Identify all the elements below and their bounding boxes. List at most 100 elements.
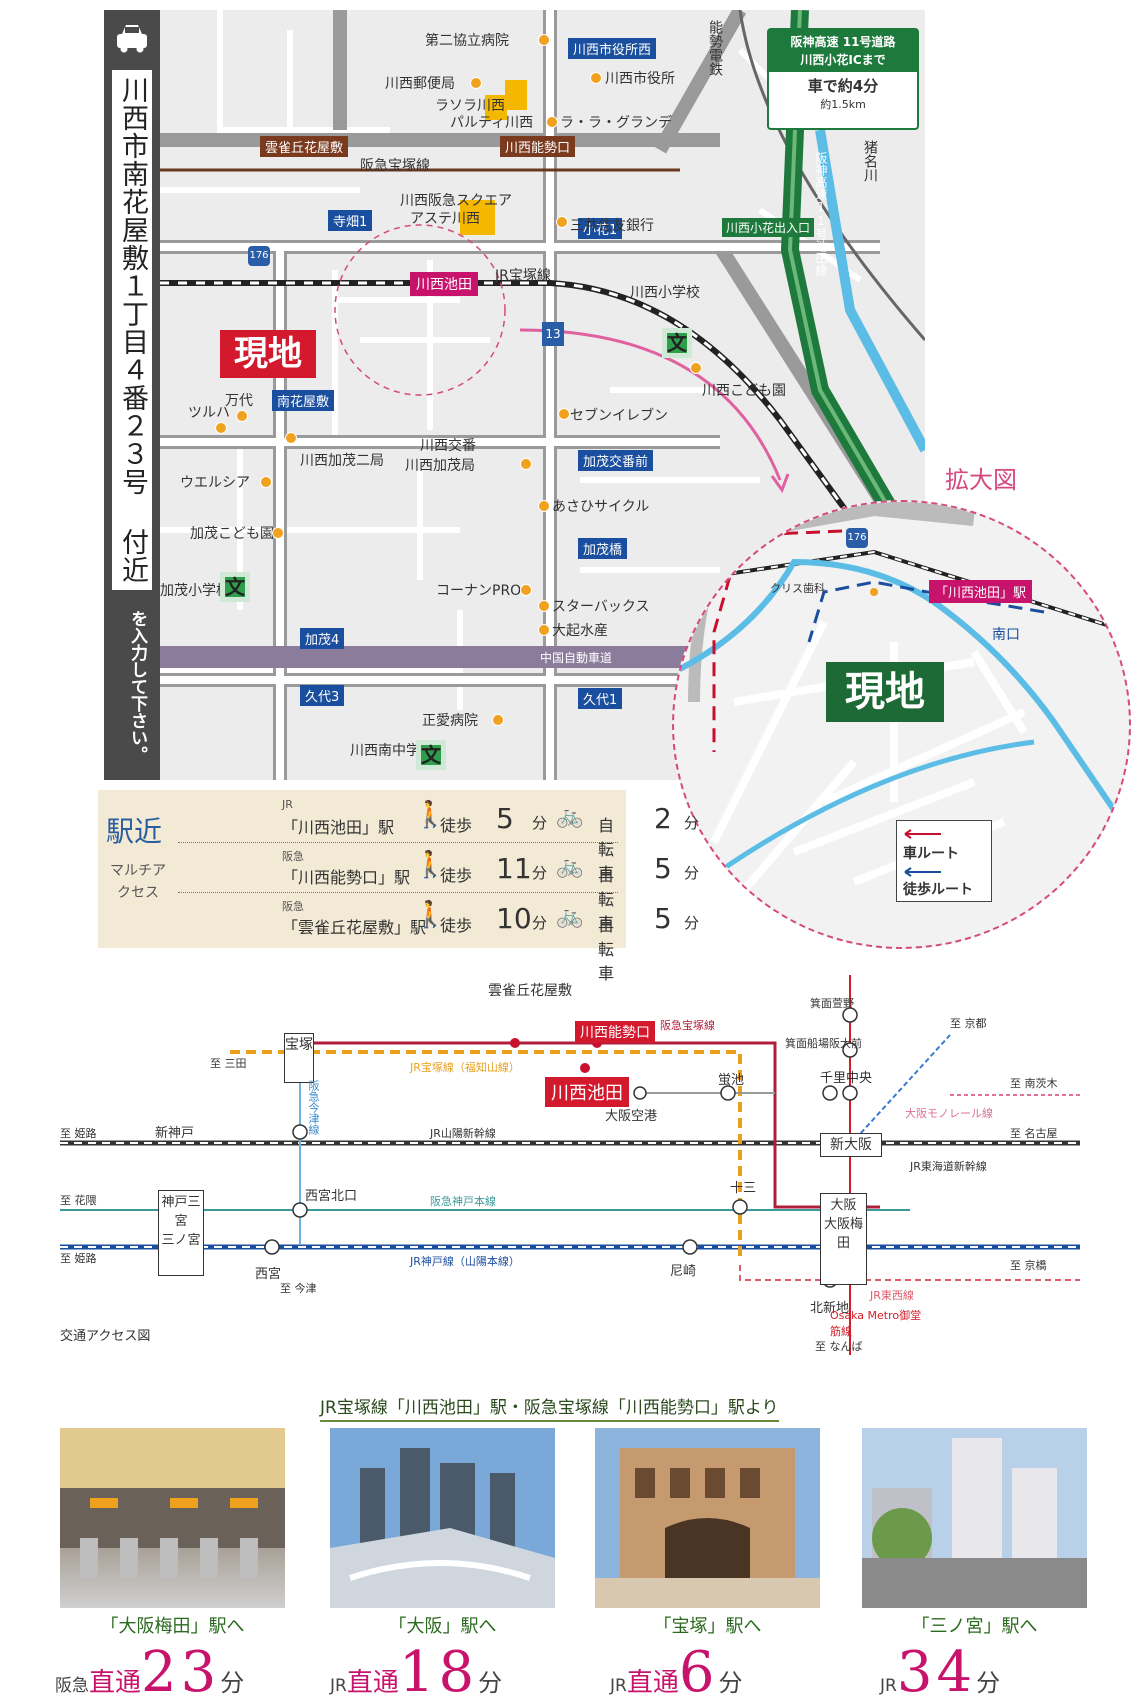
destination: 至 花隈: [60, 1194, 97, 1207]
station-ikeda: 川西池田: [545, 1077, 629, 1107]
bike-label: 自転車: [598, 866, 615, 933]
travel-unit: 分: [220, 1669, 245, 1697]
line-label: JR宝塚線: [495, 268, 551, 284]
poi-label: 川西郵便局: [385, 76, 455, 92]
station-jr-sannomiya: 三ノ宮: [161, 1233, 201, 1248]
zoom-south-exit: 南口: [992, 627, 1020, 643]
station-kawanishi-ikeda: 川西池田: [410, 272, 478, 296]
ic-subtitle: 川西小花ICまで: [800, 53, 886, 67]
station-label: 北新地: [810, 1301, 850, 1316]
highway-ic-box: 阪神高速 11号道路 川西小花ICまで 車で約4分 約1.5km: [767, 28, 919, 130]
access-line: JR: [282, 798, 293, 811]
station-osaka-umeda: 大阪大阪梅田: [820, 1193, 867, 1285]
travel-time: JR直通6分: [610, 1640, 870, 1705]
poi-marker: [546, 116, 558, 128]
travel-time: JR34分: [880, 1640, 1140, 1705]
line-label: 能勢電鉄: [707, 20, 723, 76]
station-label: 大阪空港: [605, 1109, 658, 1124]
photo-caption: 「三ノ宮」駅へ: [911, 1616, 1038, 1637]
poi-label: セブンイレブン: [570, 408, 668, 424]
travel-unit: 分: [976, 1669, 1001, 1697]
route-176-icon: 176: [248, 246, 270, 266]
walk-route-swatch: [904, 867, 941, 877]
station-noseguchi: 川西能勢口: [500, 136, 576, 157]
destination: 至 今津: [280, 1282, 317, 1295]
bike-label: 自転車: [598, 816, 615, 883]
photo-umeda-station: [60, 1428, 285, 1608]
poi-label: 川西交番: [420, 438, 476, 454]
poi-label: 川西こども園: [702, 383, 786, 399]
poi-marker: [558, 408, 570, 420]
poi-marker: [520, 458, 532, 470]
access-station: 「雲雀丘花屋敷」駅: [282, 918, 427, 937]
station-label: 雲雀丘花屋敷: [488, 983, 572, 999]
zoom-site-marker: 現地: [826, 662, 944, 722]
travel-line: JR: [880, 1676, 897, 1696]
line-label: 阪急神戸本線: [430, 1195, 496, 1208]
access-title: 駅近: [106, 815, 163, 848]
ic-title: 阪神高速 11号道路: [790, 35, 896, 49]
travel-line: JR: [330, 1676, 347, 1696]
poi-label: 加茂小学校: [160, 583, 230, 599]
travel-line: 阪急: [55, 1676, 89, 1696]
line-label: JR東海道新幹線: [910, 1160, 987, 1173]
zoom-intersection: 寺畑1: [758, 502, 803, 517]
line-label: JR宝塚線（福知山線）: [410, 1061, 520, 1074]
intersection-badge: 寺畑1: [328, 210, 373, 231]
walk-label: 徒歩: [440, 866, 473, 885]
poi-marker: [556, 216, 568, 228]
bicycle-icon: 🚲: [556, 904, 584, 929]
travel-minutes: 23: [141, 1640, 221, 1705]
poi-label: 川西加茂局: [405, 458, 475, 474]
address-hint: を入力して下さい。: [127, 610, 147, 763]
poi-marker: [260, 476, 272, 488]
line-label: 阪急宝塚線: [660, 1019, 715, 1032]
destination: 至 南茨木: [1010, 1077, 1058, 1090]
station-takarazuka: 宝塚: [284, 1033, 314, 1083]
bike-unit: 分: [684, 914, 700, 932]
travel-line: JR: [610, 1676, 627, 1696]
poi-marker: [215, 422, 227, 434]
station-osaka: 大阪: [830, 1198, 857, 1213]
ic-distance: 約1.5km: [820, 98, 866, 111]
bike-unit: 分: [684, 864, 700, 882]
access-line: 阪急: [282, 850, 304, 863]
ic-time: 車で約4分: [807, 77, 879, 95]
travel-minutes: 6: [678, 1640, 719, 1705]
poi-marker: [236, 410, 248, 422]
poi-marker: [520, 584, 532, 596]
car-route-swatch: [904, 829, 941, 839]
travel-time: JR直通18分: [330, 1640, 590, 1705]
poi-label: 川西小学校: [630, 285, 700, 301]
intersection-badge: 加茂4: [300, 628, 345, 649]
station-label: 箕面萱野: [810, 997, 854, 1010]
poi-label: ウエルシア: [180, 475, 250, 491]
bike-unit: 分: [684, 814, 700, 832]
intersection-badge: 小花1: [578, 218, 623, 239]
zoom-clinic: クリス歯科: [770, 582, 825, 595]
poi-label: 正愛病院: [422, 713, 478, 729]
access-station: 「川西能勢口」駅: [282, 868, 411, 887]
station-label: 尼崎: [670, 1264, 697, 1279]
station-noseguchi: 川西能勢口: [575, 1021, 655, 1043]
poi-marker: [538, 600, 550, 612]
intersection-badge: 加茂橋: [578, 538, 628, 559]
poi-marker: [492, 714, 504, 726]
zoom-map[interactable]: 寺畑1 176 「川西池田」駅 南口 クリス歯科 現地 車ルート 徒歩ルート: [672, 500, 1131, 949]
takarazuka-theater-image: [595, 1428, 820, 1608]
walk-label: 徒歩: [440, 916, 473, 935]
zoom-station: 「川西池田」駅: [929, 580, 1033, 603]
poi-label: パルティ川西: [450, 115, 534, 131]
transit-diagram: 宝塚 雲雀丘花屋敷 川西能勢口 川西池田 大阪空港 蛍池 千里中央 箕面萱野 箕…: [50, 975, 1090, 1355]
destination: 至 姫路: [60, 1127, 97, 1140]
destination: 至 京都: [950, 1017, 987, 1030]
car-icon: [117, 25, 147, 53]
poi-marker: [538, 34, 550, 46]
station-label: 西宮: [255, 1267, 282, 1282]
line-label: 阪神高速11号池田線: [814, 152, 828, 276]
area-map[interactable]: 川西市役所西 寺畑1 小花1 南花屋敷 加茂交番前 加茂橋 加茂4 久代3 久代…: [160, 10, 925, 780]
poi-label: 川西加茂二局: [300, 453, 384, 469]
address-box: 川西市南花屋敷１丁目４番２３号 付近: [112, 70, 152, 590]
station-umeda: 大阪梅田: [823, 1217, 863, 1251]
photo-caption: 「宝塚」駅へ: [653, 1616, 762, 1637]
